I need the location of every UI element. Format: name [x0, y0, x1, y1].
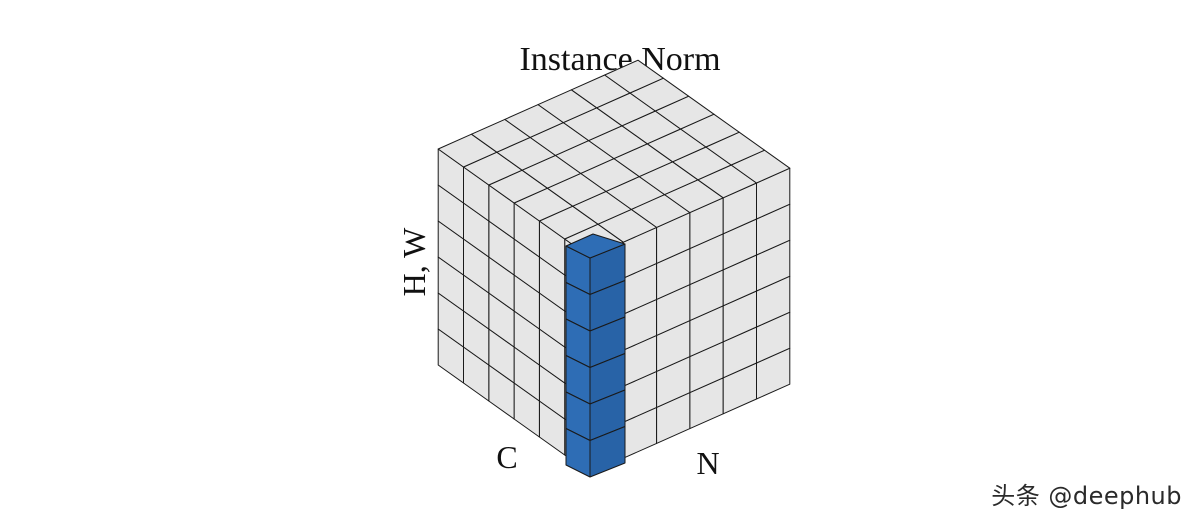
cube: [437, 59, 791, 478]
highlight-column-top: [565, 233, 626, 259]
axis-label-hw: H, W: [396, 227, 432, 297]
watermark: 头条 @deephub: [991, 482, 1182, 510]
highlight-column-right-cell: [589, 426, 626, 478]
cube-top-face-cell: [604, 59, 664, 94]
axis-label-c: C: [496, 439, 517, 475]
axis-label-n: N: [696, 445, 719, 481]
